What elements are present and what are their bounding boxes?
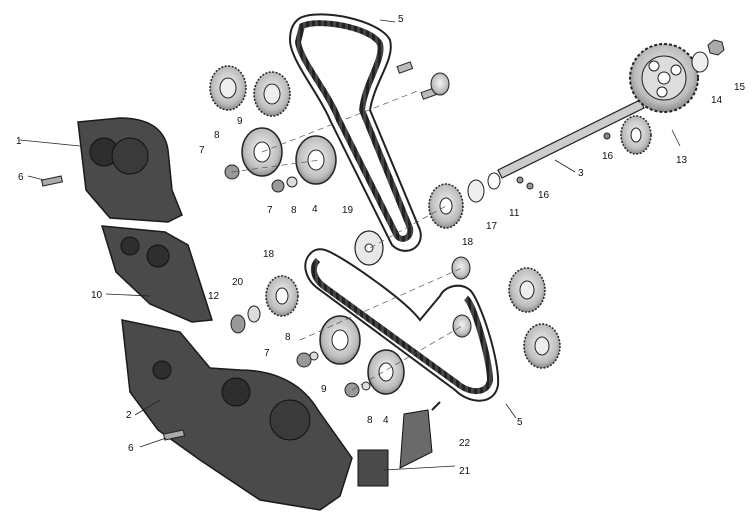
callout-6-lower: 6 (128, 443, 134, 454)
callout-8-d: 8 (367, 415, 373, 426)
callout-8-c: 8 (285, 332, 291, 343)
mounting-bracket (357, 401, 441, 487)
callout-labels: 1 2 3 4 4 5 5 6 6 7 7 7 8 8 8 8 9 9 10 1… (16, 14, 746, 477)
leader-lines (19, 19, 681, 471)
callout-5-lower: 5 (517, 417, 523, 428)
callout-20: 20 (232, 277, 244, 288)
upper-timing-cover (77, 117, 183, 223)
callout-21: 21 (459, 466, 471, 477)
callout-17: 17 (486, 221, 498, 232)
washer-19-hole (364, 243, 374, 253)
callout-3: 3 (578, 168, 584, 179)
callout-8-b: 8 (291, 205, 297, 216)
callout-19: 19 (342, 205, 354, 216)
callout-18-upper: 18 (462, 237, 474, 248)
callout-18-lower: 18 (263, 249, 275, 260)
callout-7-a: 7 (199, 145, 205, 156)
cover-bolt-upper (41, 175, 63, 187)
callout-5-upper: 5 (398, 14, 404, 25)
upper-tensioner-rollers (224, 127, 337, 193)
callout-9-lower: 9 (321, 384, 327, 395)
callout-13: 13 (676, 155, 688, 166)
callout-16-a: 16 (602, 151, 614, 162)
crankshaft-assembly (497, 39, 725, 179)
callout-8-a: 8 (214, 130, 220, 141)
callout-4-lower: 4 (383, 415, 389, 426)
lower-gears (230, 256, 561, 369)
callout-10: 10 (91, 290, 103, 301)
crank-pulley-and-washers (428, 172, 534, 229)
callout-7-c: 7 (264, 348, 270, 359)
upper-camshaft-pulley-pair (209, 65, 291, 117)
callout-9-upper: 9 (237, 116, 243, 127)
callout-11: 11 (509, 208, 520, 219)
lower-timing-belt (304, 248, 500, 402)
callout-15: 15 (734, 82, 746, 93)
callout-1: 1 (16, 136, 22, 147)
callout-2: 2 (126, 410, 132, 421)
alignment-lines (231, 89, 463, 391)
callout-22: 22 (459, 438, 471, 449)
callout-6-upper: 6 (18, 172, 24, 183)
callout-4-upper: 4 (312, 204, 318, 215)
lower-timing-cover (121, 319, 353, 511)
middle-timing-cover (100, 225, 213, 323)
callout-16-b: 16 (538, 190, 550, 201)
lower-tensioner-rollers (296, 315, 405, 398)
upper-bolts (396, 61, 450, 100)
callout-14: 14 (711, 95, 723, 106)
cover-bolt-lower (163, 429, 185, 441)
callout-7-b: 7 (267, 205, 273, 216)
upper-timing-belt (288, 13, 422, 252)
callout-12: 12 (208, 291, 220, 302)
